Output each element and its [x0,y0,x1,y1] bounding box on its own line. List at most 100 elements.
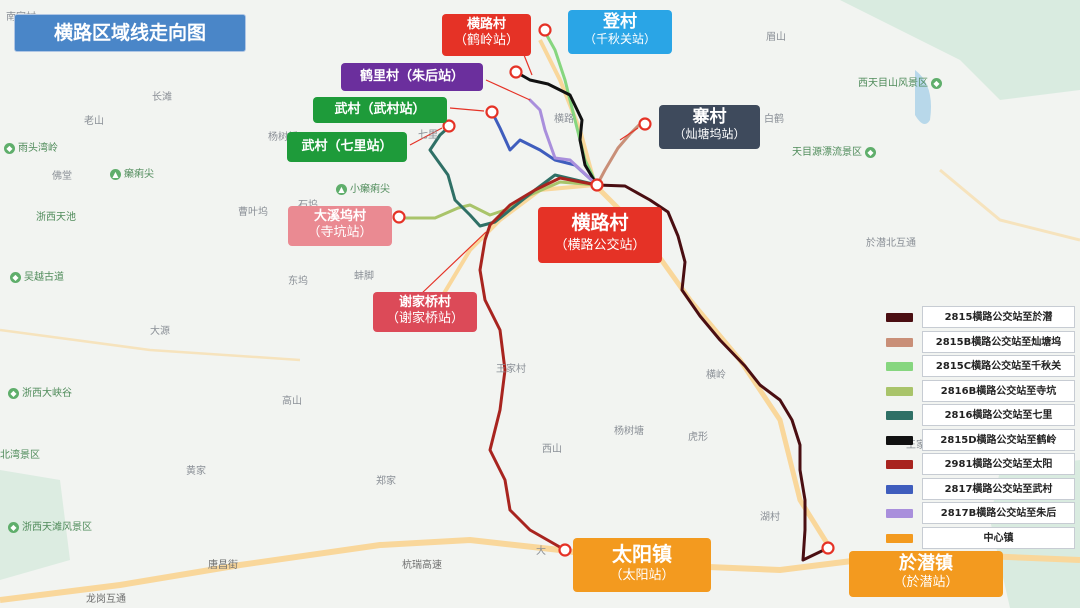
marker-taiyang [558,543,572,557]
map-label: 东坞 [288,276,308,287]
poi-name: 北湾景区 [0,450,40,461]
pointer-qili [409,127,443,146]
station-name: 谢家桥村 [398,295,451,310]
pointer-wucun [449,107,485,112]
map-label: 郑家 [376,476,396,487]
marker-heling [538,23,552,37]
map-label: 西山 [542,444,562,455]
road-major [438,183,596,302]
legend-label: 2815横路公交站至於潜 [922,306,1075,328]
poi-name: 雨头湾岭 [18,143,58,154]
marker-zhaicun [638,117,652,131]
legend-item[interactable]: 2815横路公交站至於潜 [886,306,1076,329]
station-tag-wucun[interactable]: 武村（武村站） [313,97,447,123]
pointer-xiejiaqiao [419,231,487,296]
map-label: 大源 [150,326,170,337]
station-markers [392,23,835,557]
map-label: 曹叶坞 [238,207,268,218]
poi-label: ◆浙西大峡谷 [8,384,72,399]
legend-label: 2817B横路公交站至朱后 [922,502,1075,524]
station-tag-xiejiaqiao[interactable]: 谢家桥村 （谢家桥站） [373,292,477,332]
legend-item[interactable]: 2815D横路公交站至鹤岭 [886,428,1076,452]
road-minor [0,328,301,362]
poi-label: ◆雨头湾岭 [4,139,58,154]
marker-sikeng [392,210,406,224]
station-tag-zhaicun[interactable]: 寨村 （灿塘坞站） [659,105,760,149]
poi-label: 北湾景区 [0,446,40,461]
station-tag-qili[interactable]: 武村（七里站） [287,132,407,162]
pointer-arrows [409,44,639,296]
map-label: 老山 [84,116,104,127]
legend-label: 中心镇 [922,526,1075,549]
road-label: 龙岗互通 [86,594,126,605]
station-name: 太阳镇 [612,542,672,566]
poi-icon: ◆ [4,142,15,154]
marker-henglu-main [590,178,604,192]
marker-yuqian [821,541,835,555]
route-2815-line [595,183,830,562]
marker-zhuhou [509,65,523,79]
poi-icon: ▲ [110,168,121,180]
route-2817-line [490,110,599,187]
legend-item[interactable]: 2816横路公交站至七里 [886,404,1076,427]
map-label: 横岭 [706,370,726,381]
station-tag-henglu-main[interactable]: 横路村 （横路公交站） [538,207,662,263]
map-label: 眉山 [766,32,786,43]
legend-item[interactable]: 2817B横路公交站至朱后 [886,502,1076,525]
legend-label: 2815B横路公交站至灿塘坞 [922,330,1075,353]
map-label: 於潜北互通 [866,238,916,249]
road-minor [939,168,1080,242]
legend-label: 2815C横路公交站至千秋关 [922,355,1075,377]
station-tag-helicun[interactable]: 鹤里村（朱后站） [341,63,483,91]
legend-swatch [886,435,913,445]
legend-swatch [886,460,913,469]
station-sub: （於潜站） [893,574,959,590]
station-tag-daxiwu[interactable]: 大溪坞村 （寺坑站） [288,206,392,246]
map-label: 黄家 [186,466,206,477]
station-tag-heling[interactable]: 横路村 （鹤岭站） [442,14,531,56]
map-label: 王家 [906,440,926,451]
map-label: 大 [536,546,546,557]
station-name: 横路村 [466,17,506,32]
poi-label: 天目源漂流景区◆ [792,143,879,158]
station-tag-dengcun[interactable]: 登村 （千秋关站） [568,10,672,54]
poi-label: ▲癞痢尖 [110,165,154,180]
poi-name: 浙西天池 [36,212,76,223]
station-name: 登村 [603,12,637,32]
marker-qili [442,119,456,133]
route-2816b-line [398,180,599,220]
legend-swatch [886,484,913,494]
legend-label: 2981横路公交站至太阳 [922,453,1075,475]
legend-label: 2817横路公交站至武村 [922,477,1075,500]
legend-label: 2816横路公交站至七里 [922,404,1075,426]
legend-item[interactable]: 2981横路公交站至太阳 [886,453,1076,476]
legend-swatch [886,386,913,396]
legend-swatch [886,362,913,371]
station-name: 於潜镇 [899,553,953,574]
legend-item[interactable]: 2815B横路公交站至灿塘坞 [886,330,1076,354]
route-2815c-line [543,30,599,187]
station-tag-yuqian[interactable]: 於潜镇 （於潜站） [849,551,1003,597]
poi-name: 浙西大峡谷 [22,388,72,399]
station-tag-taiyang[interactable]: 太阳镇 （太阳站） [573,538,711,592]
green-area [840,0,1080,100]
map-label: 七里 [418,130,438,141]
map-label: 虎形 [688,432,708,443]
map-label: 横路 [554,114,574,125]
legend-item[interactable]: 2816B横路公交站至寺坑 [886,379,1076,403]
legend-item[interactable]: 中心镇 [886,526,1076,550]
poi-label: 浙西天池 [36,208,76,223]
legend-label: 2815D横路公交站至鹤岭 [922,428,1075,451]
poi-icon: ◆ [865,146,876,158]
legend-item[interactable]: 2815C横路公交站至千秋关 [886,355,1076,378]
legend-item[interactable]: 2817横路公交站至武村 [886,477,1076,501]
map-title: 横路区域线走向图 [14,14,246,52]
station-name: 大溪坞村 [313,209,366,224]
legend-swatch [886,509,913,518]
station-sub: （太阳站） [609,568,675,583]
station-sub: （鹤岭站） [453,32,519,48]
map-label: 高山 [282,396,302,407]
legend-swatch [886,411,913,420]
station-sub: （灿塘坞站） [673,127,746,142]
